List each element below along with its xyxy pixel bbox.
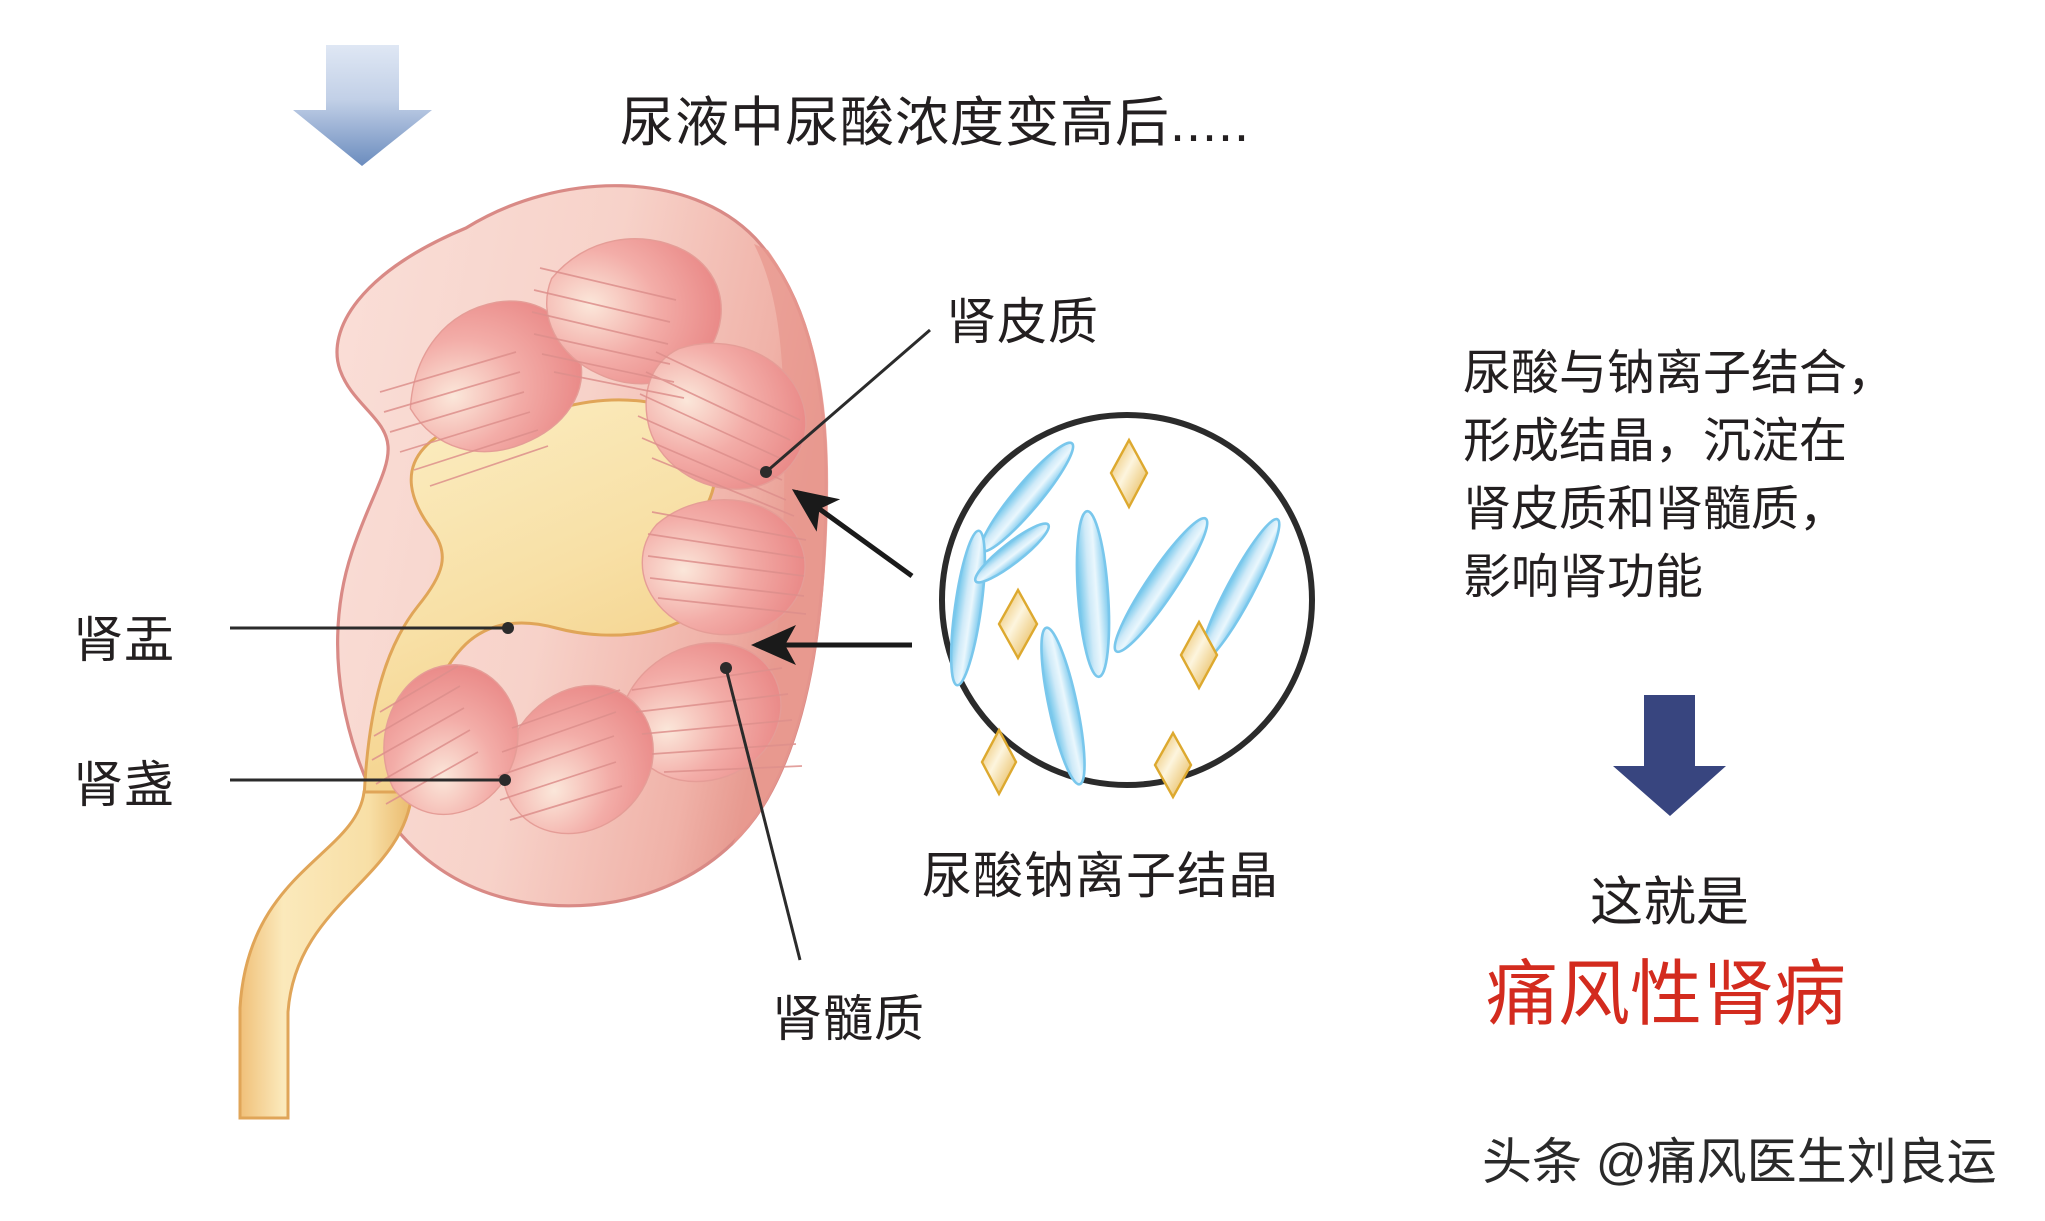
paragraph-line: 形成结晶，沉淀在: [1463, 415, 1848, 468]
label-renal-calyx: 肾盏: [73, 757, 175, 813]
crystal-pointer-arrows: [751, 489, 914, 665]
leader-lines: [230, 328, 931, 961]
label-renal-pelvis: 肾盂: [73, 612, 175, 668]
label-renal-medulla: 肾髓质: [772, 991, 925, 1047]
paragraph-line: 尿酸与钠离子结合，: [1463, 347, 1896, 400]
down-arrow-icon-right: [1613, 695, 1726, 816]
pyramid-striations: [371, 267, 807, 821]
paragraph-line: 影响肾功能: [1463, 551, 1704, 604]
watermark-attribution: 头条 @痛风医生刘良运: [1482, 1134, 1997, 1190]
uric-acid-crystal-magnifier: [939, 412, 1315, 800]
paragraph-line: 肾皮质和肾髓质，: [1463, 483, 1848, 536]
needle-crystals: [949, 441, 1281, 786]
top-heading: 尿液中尿酸浓度变高后.....: [620, 93, 1251, 153]
conclusion-lead-text: 这就是: [1590, 873, 1749, 932]
explanation-paragraph: 尿酸与钠离子结合， 形成结晶，沉淀在 肾皮质和肾髓质， 影响肾功能: [1463, 340, 1933, 612]
conclusion-diagnosis-text: 痛风性肾病: [1486, 955, 1847, 1035]
down-arrow-icon-top: [293, 45, 432, 166]
caption-urate-crystals: 尿酸钠离子结晶: [922, 848, 1279, 904]
diamond-crystals: [980, 437, 1219, 800]
renal-pyramids: [383, 238, 807, 835]
label-renal-cortex: 肾皮质: [946, 294, 1099, 350]
